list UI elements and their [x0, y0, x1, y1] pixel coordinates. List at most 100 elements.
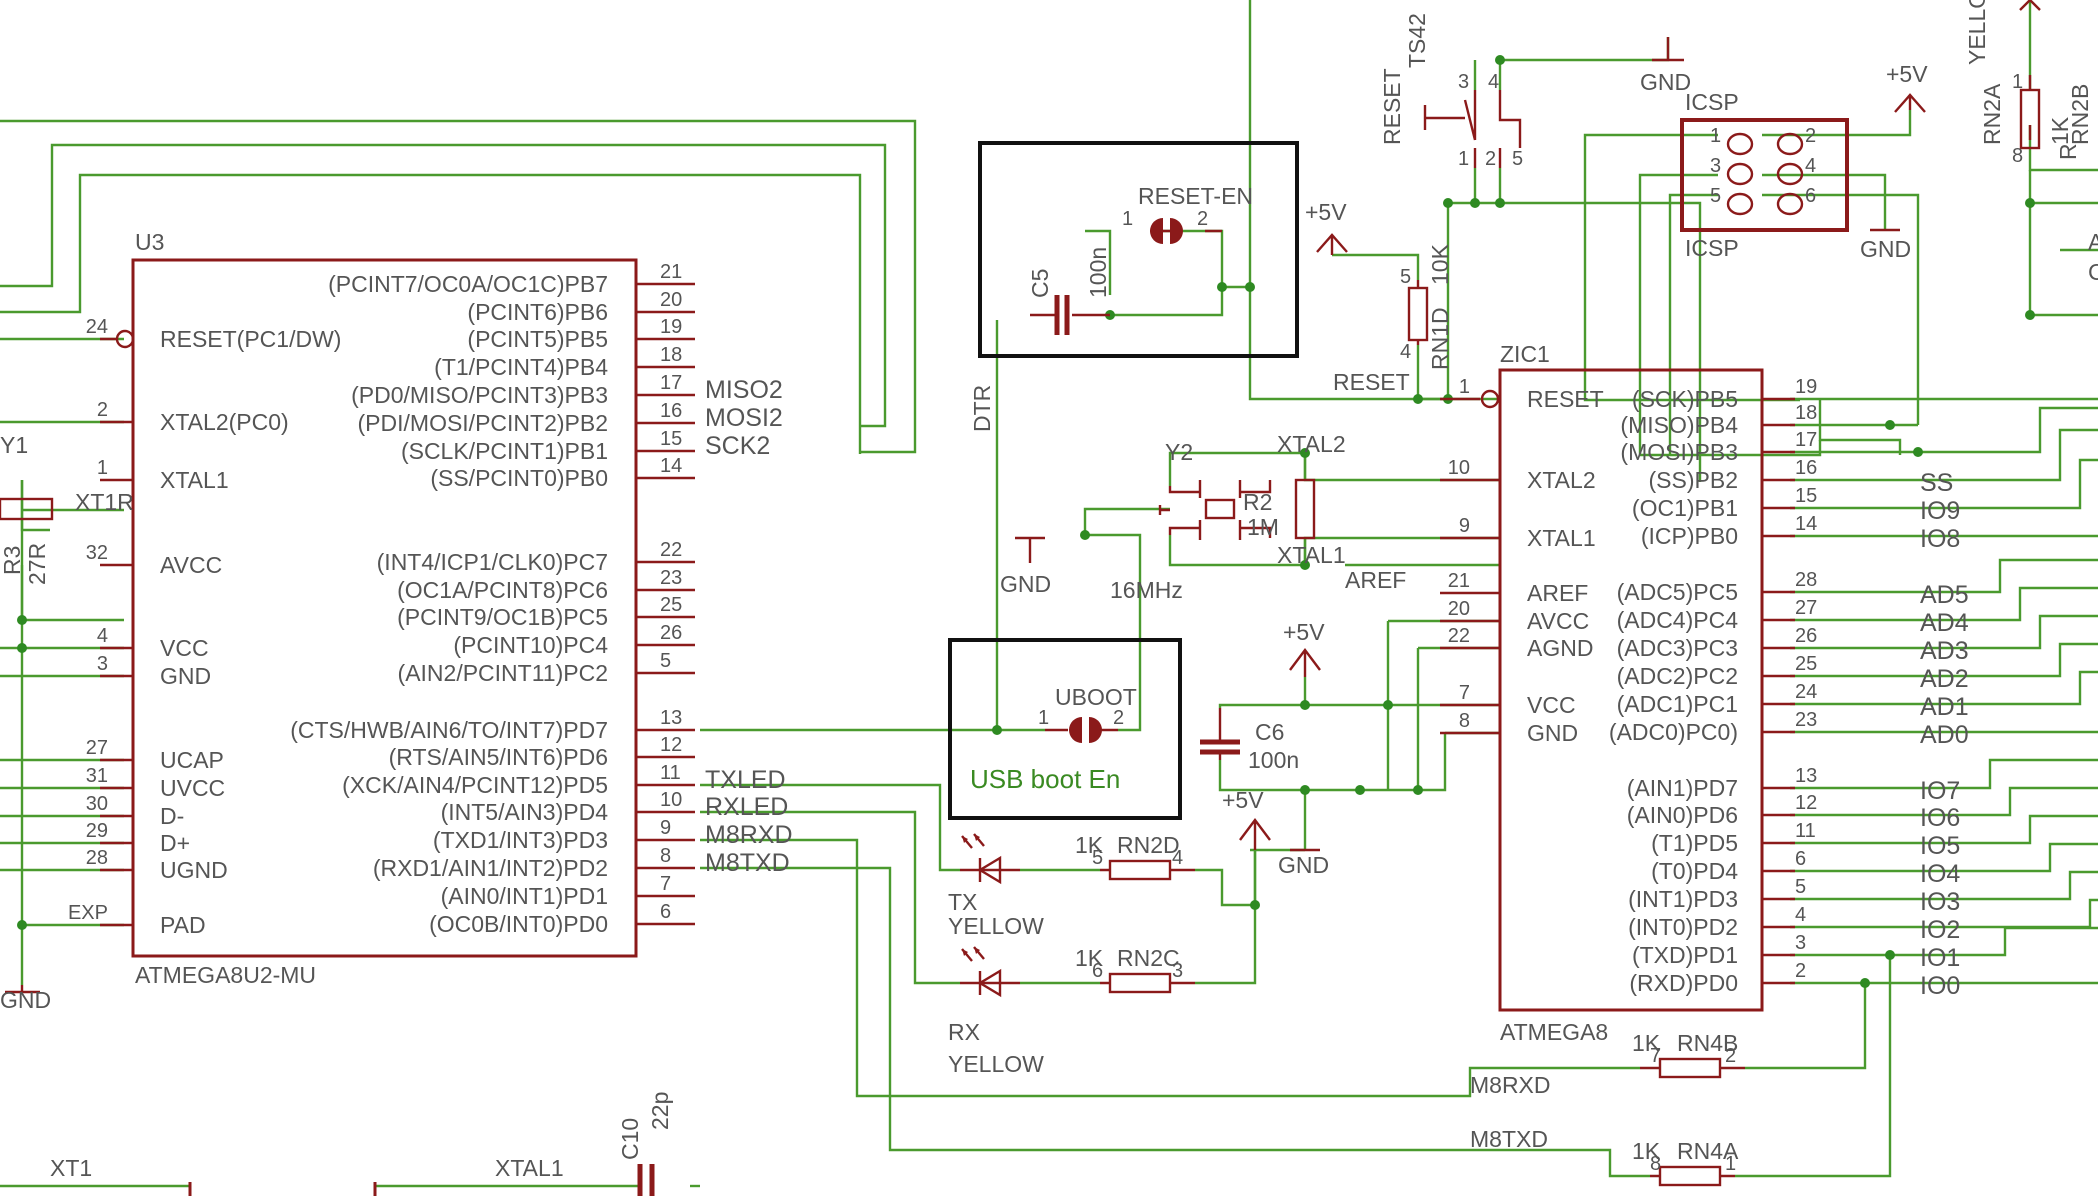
zic1-net-label: AD0 — [1920, 721, 1969, 749]
svg-text:3: 3 — [1172, 960, 1183, 982]
u3-pin-number: 22 — [660, 539, 682, 561]
u3-net-label: SCK2 — [705, 432, 770, 460]
svg-text:5: 5 — [1710, 185, 1721, 207]
rn1d-resistor: 5 4 RN1D 10K — [1400, 243, 1453, 370]
zic1-pin-number: 22 — [1448, 625, 1470, 647]
svg-text:2: 2 — [1805, 125, 1816, 147]
tx-led-ref: TX — [948, 889, 977, 915]
u3-net-label: MISO2 — [705, 376, 783, 404]
rn2d-ref: RN2D — [1117, 832, 1180, 858]
zic1-pin-number: 24 — [1795, 681, 1817, 703]
u3-pin-number: 26 — [660, 622, 682, 644]
gnd-symbol-y2: GND — [1000, 536, 1051, 597]
rn4b-resistor: 7 2 1K RN4B — [1632, 1030, 1745, 1079]
u3-pin-name: UGND — [160, 857, 228, 883]
zic1-pin-name: VCC — [1527, 692, 1576, 718]
m8rxd-net-bottom: M8RXD — [1470, 1072, 1551, 1098]
u3-pin-number: 23 — [660, 567, 682, 589]
svg-text:C: C — [2088, 259, 2098, 285]
u3-pin-number: 4 — [97, 625, 108, 647]
rx-led-ref: RX — [948, 1019, 980, 1045]
left-fragments: Y1 XT1R R3 27R GND — [0, 432, 134, 1013]
zic1-pin-name: (ADC0)PC0) — [1609, 719, 1738, 745]
u3-pin-name: AVCC — [160, 552, 222, 578]
u3-pin-number: 24 — [86, 316, 108, 338]
u3-pin-name: (PCINT9/OC1B)PC5 — [397, 604, 608, 630]
svg-text:R: R — [2055, 143, 2081, 160]
u3-pin-number: 16 — [660, 400, 682, 422]
tx-led: TX YELLOW — [948, 833, 1044, 939]
u3-pin-name: (PDI/MOSI/PCINT2)PB2 — [358, 410, 608, 436]
zic1-pin-name: (RXD)PD0 — [1629, 970, 1738, 996]
svg-text:1: 1 — [1038, 707, 1049, 729]
rn2c-resistor: 6 3 1K RN2C — [1075, 945, 1195, 994]
zic1-pin-number: 1 — [1459, 376, 1470, 398]
u3-pin-number: 8 — [660, 845, 671, 867]
r3-ref: R3 — [0, 546, 25, 575]
u3-net-label: TXLED — [705, 766, 786, 794]
y2-crystal: Y2 16MHz — [1110, 439, 1272, 603]
zic1-pin-name: (AIN0)PD6 — [1627, 802, 1738, 828]
zic1-net-label: AD1 — [1920, 693, 1969, 721]
svg-text:GND: GND — [1000, 571, 1051, 597]
uboot-label: UBOOT — [1055, 684, 1137, 710]
zic1-net-label: IO1 — [1920, 944, 1960, 972]
zic1-pin-number: 23 — [1795, 709, 1817, 731]
svg-text:1: 1 — [1710, 125, 1721, 147]
u3-pin-number: 27 — [86, 737, 108, 759]
zic1-pin-name: (ADC3)PC3 — [1617, 635, 1738, 661]
zic1-pin-number: 25 — [1795, 653, 1817, 675]
zic1-pin-number: 14 — [1795, 513, 1817, 535]
rn2c-ref: RN2C — [1117, 945, 1180, 971]
svg-text:5: 5 — [1400, 266, 1411, 288]
zic1-pin-name: (SCK)PB5 — [1632, 386, 1738, 412]
u3-pin-number: 30 — [86, 793, 108, 815]
u3-pin-number: 21 — [660, 261, 682, 283]
zic1-net-label: SS — [1920, 469, 1953, 497]
u3-pin-name: (INT4/ICP1/CLK0)PC7 — [377, 549, 608, 575]
svg-text:2: 2 — [1197, 208, 1208, 230]
zic1-pin-name: AVCC — [1527, 608, 1589, 634]
u3-pin-name: (T1/PCINT4)PB4 — [434, 354, 608, 380]
zic1-pin-name: (MOSI)PB3 — [1620, 439, 1738, 465]
rn2b-ref: RN2B — [2067, 84, 2093, 145]
zic1-pin-number: 9 — [1459, 515, 1470, 537]
zic1-pin-name: (ADC1)PC1 — [1617, 691, 1738, 717]
u3-pin-number: 6 — [660, 901, 671, 923]
r3-value: 27R — [24, 543, 50, 585]
u3-part: ATMEGA8U2-MU — [135, 962, 316, 988]
u3-pin-name: (PCINT7/OC0A/OC1C)PB7 — [328, 271, 608, 297]
zic1-net-label: AD3 — [1920, 637, 1969, 665]
c10-value: 22p — [647, 1092, 673, 1130]
u3-pin-name: (SS/PCINT0)PB0 — [430, 465, 608, 491]
icsp-header: 1 3 5 2 4 6 ICSP ICSP — [1680, 89, 1849, 261]
u3-pin-name: RESET(PC1/DW) — [160, 326, 341, 352]
icsp-label-bottom: ICSP — [1685, 235, 1739, 261]
svg-text:4: 4 — [1172, 847, 1183, 869]
zic1-pin-name: (SS)PB2 — [1649, 467, 1738, 493]
xt1r-label: XT1R — [75, 489, 134, 515]
r2-ref: R2 — [1243, 489, 1272, 515]
svg-text:4: 4 — [1488, 71, 1499, 93]
zic1-net-label: IO8 — [1920, 525, 1960, 553]
svg-text:1: 1 — [1725, 1153, 1736, 1175]
u3-net-label: RXLED — [705, 793, 788, 821]
freq-label: 16MHz — [1110, 577, 1183, 603]
reset-en-frame — [978, 141, 1299, 358]
zic1-pin-number: 6 — [1795, 848, 1806, 870]
u3-pin-number: 13 — [660, 707, 682, 729]
u3-pin-name: (AIN0/INT1)PD1 — [441, 883, 608, 909]
u3-pin-name: (AIN2/PCINT11)PC2 — [398, 660, 608, 686]
svg-text:8: 8 — [1650, 1153, 1661, 1175]
y2-ref: Y2 — [1165, 439, 1193, 465]
u3-pin-number: EXP — [68, 902, 108, 924]
c6-ref: C6 — [1255, 719, 1284, 745]
u3-pin-number: 7 — [660, 873, 671, 895]
svg-text:1K: 1K — [1632, 1030, 1661, 1056]
u3-net-label: MOSI2 — [705, 404, 783, 432]
y1-ref: Y1 — [0, 432, 28, 458]
zic1-pin-name: (INT1)PD3 — [1628, 886, 1738, 912]
uboot-frame — [948, 638, 1182, 820]
plus5v-c6: +5V — [1283, 619, 1325, 677]
svg-text:1: 1 — [2012, 71, 2023, 93]
